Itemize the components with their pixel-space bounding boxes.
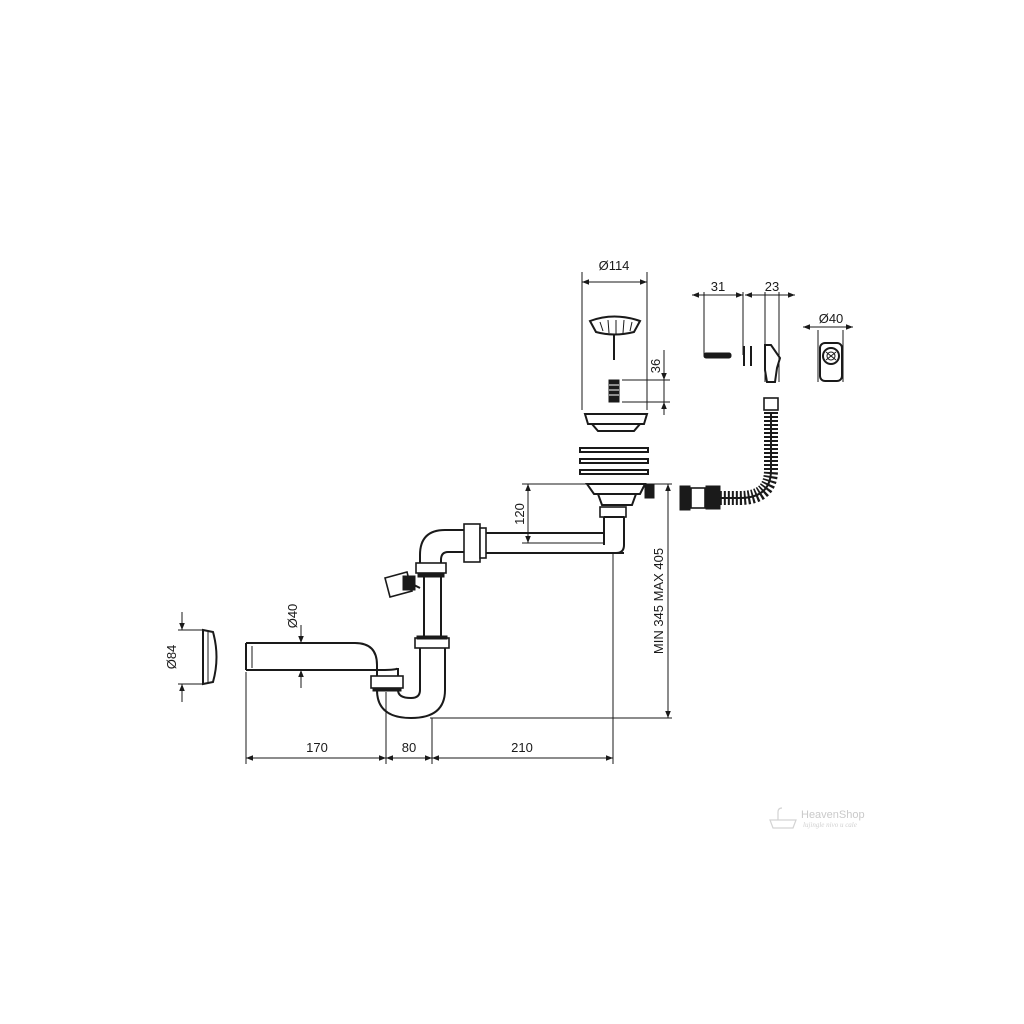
bathtub-icon bbox=[769, 819, 797, 829]
watermark-tagline: lujingle nivo u cale bbox=[803, 821, 857, 829]
label-strainer-diameter: Ø114 bbox=[599, 258, 630, 273]
label-outlet-height: 120 bbox=[512, 503, 527, 525]
overflow-parts bbox=[679, 292, 853, 511]
label-cap-diameter: Ø84 bbox=[164, 645, 179, 670]
siphon-pipework bbox=[178, 516, 625, 720]
strainer-basket bbox=[579, 272, 670, 518]
dimension-lines bbox=[245, 483, 672, 764]
dimension-labels: Ø114 36 31 23 Ø40 120 MIN 345 MAX 405 Ø4… bbox=[164, 258, 843, 755]
label-min-max-height: MIN 345 MAX 405 bbox=[651, 548, 666, 654]
label-pipe-diameter: Ø40 bbox=[285, 604, 300, 629]
label-overflow-length: 31 bbox=[711, 279, 725, 294]
watermark-brand: HeavenShop bbox=[801, 809, 865, 821]
label-overflow-diameter: Ø40 bbox=[819, 311, 844, 326]
label-overflow-width: 23 bbox=[765, 279, 779, 294]
label-length-210: 210 bbox=[511, 740, 533, 755]
watermark-logo: HeavenShop lujingle nivo u cale bbox=[769, 807, 865, 829]
label-length-170: 170 bbox=[306, 740, 328, 755]
label-length-80: 80 bbox=[402, 740, 416, 755]
label-strainer-height: 36 bbox=[648, 359, 663, 373]
